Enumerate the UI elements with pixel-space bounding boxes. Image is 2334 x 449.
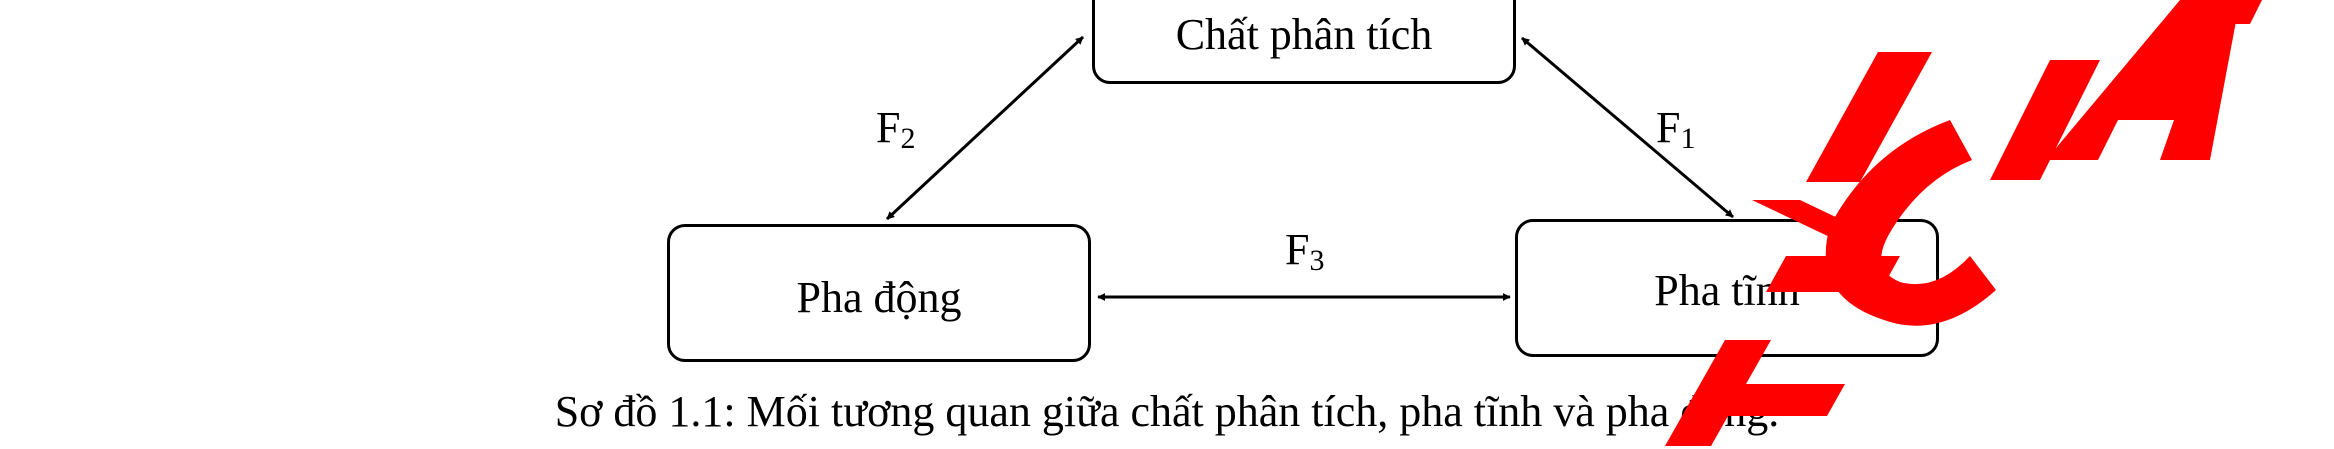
edge-label-f2: F2 [876, 106, 915, 154]
node-mobile-phase: Pha động [667, 224, 1091, 362]
edge-label-f1: F1 [1656, 106, 1695, 154]
edge-label-f1-sub: 1 [1680, 122, 1696, 155]
edge-label-f3: F3 [1285, 228, 1324, 276]
edge-label-f1-main: F [1656, 103, 1681, 152]
edge-label-f2-main: F [876, 103, 901, 152]
node-stationary-phase: Pha tĩnh [1515, 219, 1939, 357]
edge-f2-arrow [885, 35, 1085, 221]
node-stationary-phase-label: Pha tĩnh [1654, 266, 1800, 315]
edge-f1-arrow [1521, 36, 1734, 219]
node-analyte: Chất phân tích [1092, 0, 1516, 84]
node-analyte-label: Chất phân tích [1175, 10, 1433, 59]
edge-label-f3-main: F [1285, 225, 1310, 274]
figure-caption: Sơ đồ 1.1: Mối tương quan giữa chất phân… [554, 387, 1780, 436]
edge-label-f3-sub: 3 [1309, 244, 1325, 277]
edge-label-f2-sub: 2 [900, 122, 916, 155]
node-mobile-phase-label: Pha động [796, 273, 962, 322]
